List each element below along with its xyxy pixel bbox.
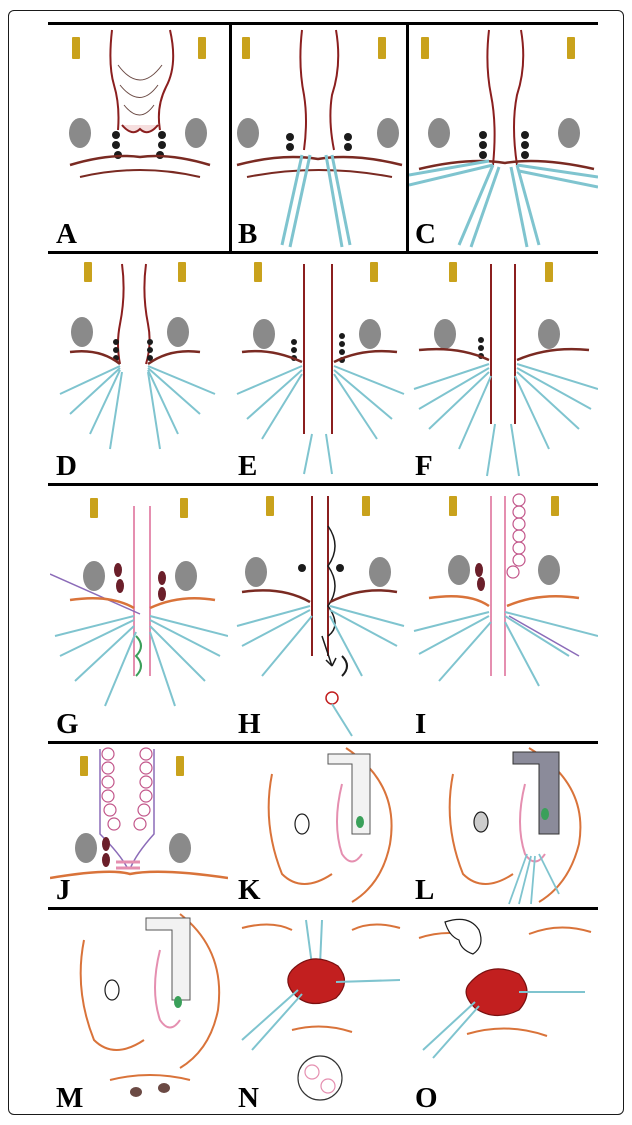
panel-j: J (50, 744, 228, 907)
panel-l-drawing (409, 744, 598, 907)
panel-label: J (56, 876, 71, 905)
panel-g: G (50, 486, 228, 741)
panel-label: G (56, 710, 79, 739)
panel-label: N (238, 1084, 259, 1113)
panel-label: K (238, 876, 261, 905)
panel-label: C (415, 220, 436, 249)
panel-label: E (238, 452, 257, 481)
panel-label: L (415, 876, 434, 905)
panel-label: D (56, 452, 77, 481)
panel-h-drawing (232, 486, 406, 741)
panel-h: H (232, 486, 406, 741)
panel-i-drawing (409, 486, 598, 741)
panel-f-drawing (409, 254, 598, 483)
panel-g-drawing (50, 486, 228, 741)
panel-label: B (238, 220, 257, 249)
panel-j-drawing (50, 744, 228, 907)
panel-label: O (415, 1084, 438, 1113)
panel-d: D (50, 254, 228, 483)
panel-o: O (409, 910, 598, 1115)
panel-b: B (232, 25, 406, 251)
panel-b-drawing (232, 25, 406, 251)
panel-label: F (415, 452, 433, 481)
panel-c: C (409, 25, 598, 251)
panel-f: F (409, 254, 598, 483)
panel-m: M (50, 910, 228, 1115)
panel-label: H (238, 710, 261, 739)
panel-label: I (415, 710, 426, 739)
panel-k: K (232, 744, 406, 907)
panel-d-drawing (50, 254, 228, 483)
panel-c-drawing (409, 25, 598, 251)
panel-l: L (409, 744, 598, 907)
panel-e-drawing (232, 254, 406, 483)
panel-a: A (50, 25, 228, 251)
panel-e: E (232, 254, 406, 483)
panel-i: I (409, 486, 598, 741)
panel-n: N (232, 910, 406, 1115)
panel-label: A (56, 220, 77, 249)
panel-label: M (56, 1084, 83, 1113)
